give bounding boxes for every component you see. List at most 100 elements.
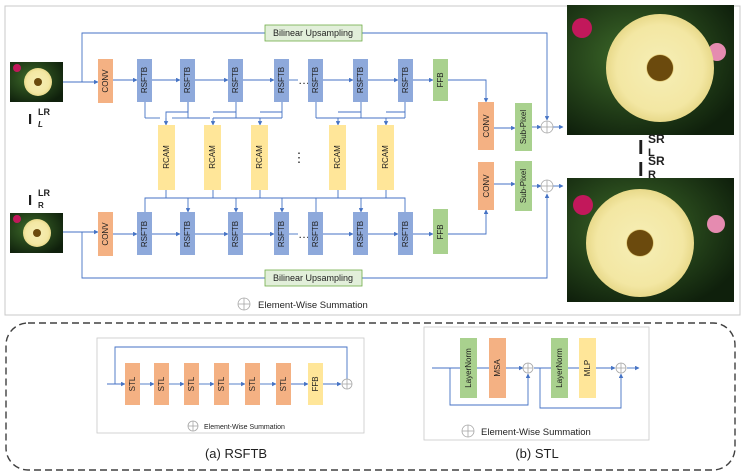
svg-text:R: R [38,201,44,210]
detail-frame [5,322,736,471]
rsftb-block-bottom-2: RSFTB [180,212,195,255]
svg-text:RCAM: RCAM [162,145,171,169]
svg-text:Bilinear Upsampling: Bilinear Upsampling [273,273,353,283]
svg-text:LR: LR [38,188,50,198]
input-image-right [10,213,63,253]
output-label-right: I SR R [638,154,665,181]
conv-block-bottom: CONV [98,212,113,256]
output-label-left: I SR L [638,132,665,159]
rcam-block-4: RCAM [329,125,346,190]
ffb-block-bottom: FFB [433,209,448,254]
svg-text:STL: STL [217,376,226,391]
svg-text:CONV: CONV [482,114,491,138]
svg-text:L: L [38,120,43,129]
input-label-right: I LR R [28,188,50,210]
svg-text:RSFTB: RSFTB [401,67,410,93]
svg-text:CONV: CONV [101,222,110,246]
rcam-block-1: RCAM [158,125,175,190]
svg-text:SR: SR [648,132,665,146]
top-frame [4,5,741,316]
svg-text:LayerNorm: LayerNorm [555,348,564,388]
svg-text:RCAM: RCAM [381,145,390,169]
rsftb-block-top-2: RSFTB [180,59,195,102]
top-branch-lines [63,32,564,131]
conv-block-right-bottom: CONV [478,162,494,210]
input-image-left [10,62,63,102]
rcam-connectors [144,102,406,213]
svg-text:STL: STL [248,376,257,391]
rsftb-block-bottom-1: RSFTB [137,212,152,255]
rsftb-block-bottom-7: RSFTB [398,212,413,255]
caption-stl: (b) STL [515,446,558,461]
svg-text:L: L [648,147,655,159]
svg-text:Element-Wise Summation: Element-Wise Summation [481,427,591,438]
svg-text:RSFTB: RSFTB [140,221,149,247]
sum-node-rsftb [341,378,353,390]
output-image-right [567,178,734,302]
svg-text:RSFTB: RSFTB [356,67,365,93]
stl-block-5: STL [245,363,260,405]
rsftb-block-top-3: RSFTB [228,59,243,102]
svg-text:RSFTB: RSFTB [356,221,365,247]
svg-text:Sub-Pixel: Sub-Pixel [519,110,528,144]
input-label-left: I LR L [28,107,50,129]
ffb-block-top: FFB [433,59,448,101]
rsftb-block-top-4: RSFTB [274,59,289,102]
svg-text:SR: SR [648,154,665,168]
vdots-rcam: ⋮ [293,150,306,165]
sum-node-stl-1 [522,362,534,374]
svg-text:STL: STL [187,376,196,391]
svg-text:CONV: CONV [101,69,110,93]
svg-text:STL: STL [157,376,166,391]
rsftb-block-bottom-4: RSFTB [274,212,289,255]
svg-text:I: I [638,159,644,181]
svg-text:Sub-Pixel: Sub-Pixel [519,169,528,203]
subpixel-block-bottom: Sub-Pixel [515,161,532,211]
stl-block-2: STL [154,363,169,405]
conv-block-top: CONV [98,59,113,103]
rsftb-block-top-6: RSFTB [353,59,368,102]
legend-stl: Element-Wise Summation [461,424,591,438]
svg-text:I: I [28,192,32,209]
svg-text:LR: LR [38,107,50,117]
svg-text:I: I [28,111,32,128]
svg-text:LayerNorm: LayerNorm [464,348,473,388]
svg-text:STL: STL [279,376,288,391]
rsftb-block-bottom-3: RSFTB [228,212,243,255]
svg-text:CONV: CONV [482,174,491,198]
rsftb-panel-lines [107,346,348,387]
mlp-block: MLP [579,338,596,398]
svg-text:RSFTB: RSFTB [231,221,240,247]
svg-text:RSFTB: RSFTB [311,67,320,93]
legend-top: Element-Wise Summation [237,297,368,311]
ellipsis-bottom: … [298,227,310,241]
svg-text:RSFTB: RSFTB [183,67,192,93]
rsftb-block-top-7: RSFTB [398,59,413,102]
svg-text:R: R [648,169,656,181]
stl-block-1: STL [125,363,140,405]
sum-node-stl-2 [615,362,627,374]
ffb-block-panel: FFB [308,363,323,405]
ellipsis-top: … [298,73,310,87]
svg-text:Element-Wise Summation: Element-Wise Summation [204,424,285,431]
svg-text:RCAM: RCAM [208,145,217,169]
svg-text:Bilinear Upsampling: Bilinear Upsampling [273,28,353,38]
svg-text:I: I [638,137,644,159]
rcam-block-2: RCAM [204,125,221,190]
sum-node-bottom [540,179,554,193]
svg-text:RSFTB: RSFTB [401,221,410,247]
stl-panel-lines [432,365,640,409]
output-image-left [567,5,734,135]
msa-block: MSA [489,338,506,398]
sum-node-top [540,120,554,134]
svg-text:RSFTB: RSFTB [311,221,320,247]
svg-text:RCAM: RCAM [255,145,264,169]
rsftb-block-bottom-5: RSFTB [308,212,323,255]
layernorm-block-1: LayerNorm [460,338,477,398]
svg-text:RSFTB: RSFTB [277,67,286,93]
caption-rsftb: (a) RSFTB [205,446,267,461]
svg-text:RSFTB: RSFTB [231,67,240,93]
svg-text:RCAM: RCAM [333,145,342,169]
stl-block-6: STL [276,363,291,405]
